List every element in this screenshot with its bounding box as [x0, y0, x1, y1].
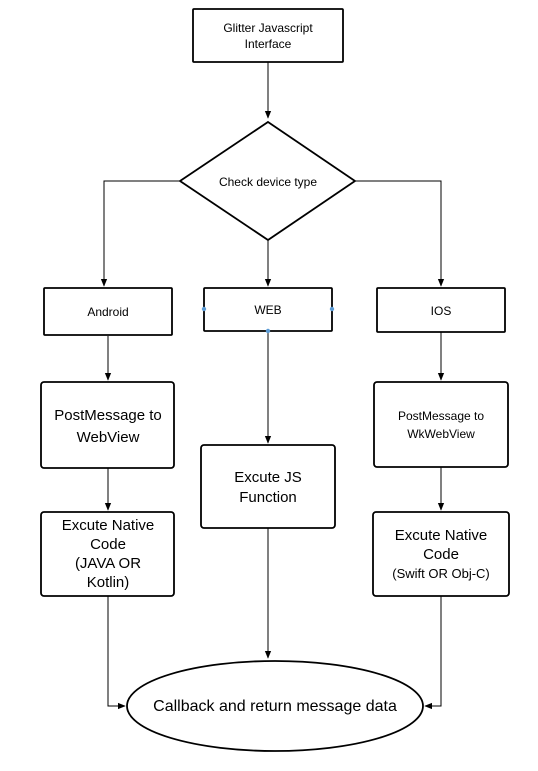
- node-android[interactable]: Android: [43, 287, 173, 336]
- node-post-webview[interactable]: PostMessage to WebView: [40, 381, 175, 469]
- node-ios-label: IOS: [431, 304, 452, 318]
- selection-handle-right[interactable]: [329, 306, 335, 312]
- node-web[interactable]: WEB: [201, 287, 335, 334]
- svg-text:Excute Native: Excute Native: [62, 517, 155, 534]
- svg-text:Kotlin): Kotlin): [87, 574, 130, 591]
- selection-handle-bottom[interactable]: [265, 328, 271, 334]
- svg-text:PostMessage to: PostMessage to: [398, 409, 484, 423]
- node-post-wkwebview-line-2: WkWebView: [407, 427, 475, 441]
- node-native-android-line-4: Kotlin): [87, 574, 130, 591]
- svg-text:(Swift OR Obj-C): (Swift OR Obj-C): [392, 566, 490, 581]
- node-excute-js[interactable]: Excute JS Function: [200, 444, 336, 529]
- node-excute-js-line-1: Excute JS: [234, 469, 302, 486]
- node-ios[interactable]: IOS: [376, 287, 506, 333]
- node-web-label: WEB: [254, 303, 281, 317]
- svg-text:Excute JS: Excute JS: [234, 469, 302, 486]
- node-post-webview-line-2: WebView: [77, 429, 140, 446]
- node-interface-line-1: Glitter Javascript: [223, 21, 313, 35]
- svg-text:(JAVA OR: (JAVA OR: [75, 555, 141, 572]
- decision-check-device-type[interactable]: Check device type: [178, 120, 357, 242]
- node-native-android-line-1: Excute Native: [62, 517, 155, 534]
- svg-text:Function: Function: [239, 489, 297, 506]
- node-interface[interactable]: Glitter Javascript Interface: [192, 8, 344, 63]
- node-native-ios-line-2: Code: [423, 546, 459, 563]
- connectors: [100, 62, 445, 710]
- node-post-webview-line-1: PostMessage to: [54, 407, 162, 424]
- node-native-ios-line-1: Excute Native: [395, 527, 488, 544]
- svg-text:WkWebView: WkWebView: [407, 427, 475, 441]
- svg-text:Check device type: Check device type: [219, 175, 317, 189]
- node-android-label: Android: [87, 305, 128, 319]
- svg-text:Glitter Javascript: Glitter Javascript: [223, 21, 313, 35]
- svg-text:WebView: WebView: [77, 429, 140, 446]
- node-native-ios[interactable]: Excute Native Code (Swift OR Obj-C): [372, 511, 510, 597]
- node-native-android[interactable]: Excute Native Code (JAVA OR Kotlin): [40, 511, 175, 597]
- node-post-wkwebview-line-1: PostMessage to: [398, 409, 484, 423]
- node-native-ios-line-3: (Swift OR Obj-C): [392, 566, 490, 581]
- svg-text:PostMessage to: PostMessage to: [54, 407, 162, 424]
- selection-handle-left[interactable]: [201, 306, 207, 312]
- node-callback[interactable]: Callback and return message data: [126, 660, 424, 752]
- node-callback-label: Callback and return message data: [153, 698, 397, 715]
- edge-decision-to-ios: [355, 180, 445, 287]
- edge-decision-to-android: [100, 180, 180, 287]
- node-interface-line-2: Interface: [245, 37, 292, 51]
- svg-text:Code: Code: [423, 546, 459, 563]
- node-native-android-line-3: (JAVA OR: [75, 555, 141, 572]
- svg-text:Interface: Interface: [245, 37, 292, 51]
- svg-text:WEB: WEB: [254, 303, 281, 317]
- svg-text:Excute Native: Excute Native: [395, 527, 488, 544]
- svg-text:Code: Code: [90, 536, 126, 553]
- node-native-android-line-2: Code: [90, 536, 126, 553]
- svg-text:Callback and return message da: Callback and return message data: [153, 698, 397, 715]
- node-post-wkwebview[interactable]: PostMessage to WkWebView: [373, 381, 509, 468]
- edge-native-ios-to-callback: [424, 596, 442, 710]
- decision-label: Check device type: [219, 175, 317, 189]
- svg-text:Android: Android: [87, 305, 128, 319]
- node-excute-js-line-2: Function: [239, 489, 297, 506]
- svg-text:IOS: IOS: [431, 304, 452, 318]
- edge-native-android-to-callback: [107, 596, 126, 710]
